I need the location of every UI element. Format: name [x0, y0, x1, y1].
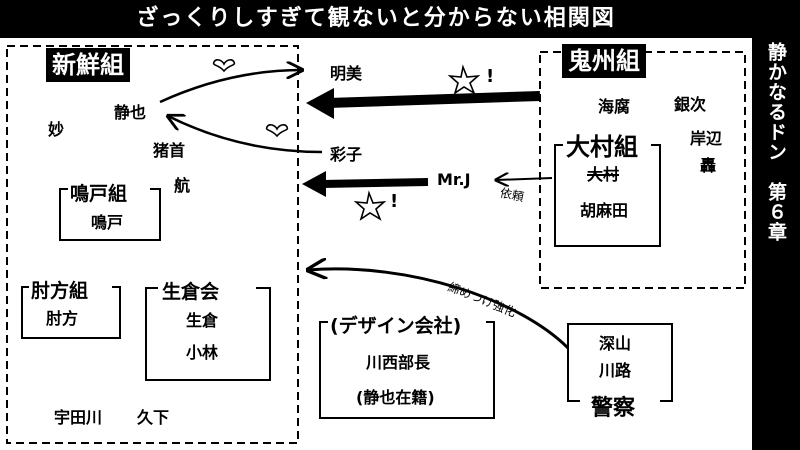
- group-title-hijikata: 肘方組: [31, 280, 89, 302]
- arrow-omura-mrj: [496, 178, 553, 180]
- side-caption: 静かなるドン 第６章: [765, 42, 787, 242]
- group-title-naruto: 鳴戸組: [70, 183, 128, 205]
- member-shizuya: 静也: [114, 103, 147, 122]
- member-udagawa: 宇田川: [54, 408, 103, 427]
- member-miyama: 深山: [599, 334, 632, 353]
- member-kuge: 久下: [137, 408, 170, 427]
- member-kaifu: 海腐: [598, 97, 631, 116]
- hijikata-frame: [21, 286, 121, 339]
- arrow-kishu-shinsen: [327, 91, 541, 108]
- impact-label: !: [390, 191, 399, 212]
- arrow-kishu-shinsen-head: [306, 88, 334, 119]
- heart-icon: [212, 59, 236, 73]
- shinsen-frame: [6, 45, 299, 444]
- member-kishibe: 岸辺: [690, 129, 723, 148]
- member-ginji: 銀次: [674, 95, 707, 114]
- impact-star-icon: [447, 64, 481, 95]
- member-todoroki: 轟: [700, 156, 717, 175]
- person-mrj: Mr.J: [437, 170, 471, 189]
- member-kawanishi: 川西部長: [366, 353, 431, 372]
- person-ayako: 彩子: [330, 145, 363, 164]
- person-akemi: 明美: [330, 64, 363, 83]
- group-title-design: (デザイン会社): [330, 315, 462, 337]
- naruto-frame: [59, 188, 161, 241]
- impact-star-icon: [353, 190, 387, 221]
- design-frame: [319, 321, 495, 419]
- member-tae: 妙: [48, 120, 65, 139]
- heart-icon: [265, 124, 289, 138]
- member-ikura: 生倉: [186, 311, 219, 330]
- impact-label: !: [486, 66, 495, 87]
- member-omura: 大村: [587, 165, 620, 184]
- group-title-omura: 大村組: [566, 133, 638, 161]
- arrow-mrj-shinsen-head: [302, 171, 326, 197]
- ikura-frame: [145, 287, 271, 381]
- diagram-title: ざっくりしすぎて観ないと分からない相関図: [136, 6, 616, 31]
- omura-frame: [554, 144, 661, 247]
- group-title-ikura: 生倉会: [162, 281, 220, 303]
- member-kawaji: 川路: [599, 361, 632, 380]
- member-gomada: 胡麻田: [580, 201, 629, 220]
- arrow-ayako-shizuya: [168, 116, 323, 154]
- arrow-police-shinsen: [308, 269, 570, 350]
- member-kobayashi: 小林: [186, 343, 219, 362]
- arrow-shizuya-akemi: [159, 70, 302, 104]
- police-frame: [567, 323, 673, 402]
- group-title-kishu: 鬼州組: [562, 44, 646, 78]
- group-title-shinsen: 新鮮組: [46, 48, 130, 82]
- title-bar: ざっくりしすぎて観ないと分からない相関図: [0, 0, 800, 38]
- side-bar: 静かなるドン 第６章: [752, 38, 800, 450]
- member-wataru: 航: [174, 176, 191, 195]
- member-hijikata: 肘方: [46, 309, 79, 328]
- group-title-police: 警察: [591, 396, 636, 421]
- member-ikubi: 猪首: [153, 141, 186, 160]
- member-naruto: 鳴戸: [91, 213, 124, 232]
- member-shizuya-enrolled: (静也在籍): [356, 388, 435, 407]
- arrow-mrj-shinsen: [321, 178, 429, 188]
